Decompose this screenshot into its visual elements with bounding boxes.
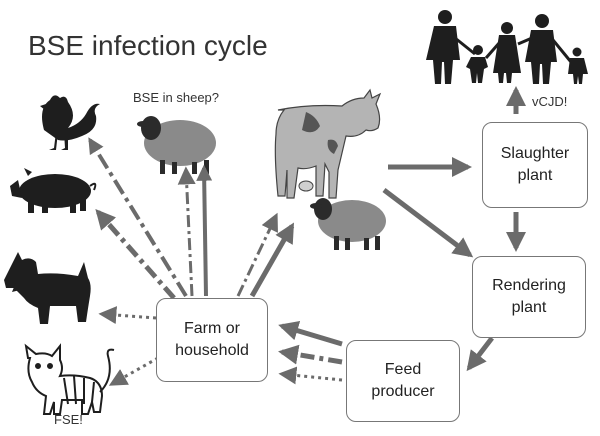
rendering-plant-box: Rendering plant bbox=[472, 256, 586, 338]
sheep-icon bbox=[310, 198, 386, 250]
fse-label: FSE! bbox=[54, 412, 83, 427]
arrow-farm-to-cat bbox=[108, 356, 159, 386]
arrow-animals-to-rendering bbox=[382, 188, 474, 258]
sheep-icon bbox=[137, 116, 216, 174]
vcjd-label: vCJD! bbox=[532, 94, 568, 109]
rooster-icon bbox=[40, 95, 100, 150]
cow-icon bbox=[274, 88, 382, 199]
arrow-rendering-to-feed bbox=[466, 336, 494, 372]
arrow-farm-to-sheep-dashdot bbox=[177, 166, 196, 297]
diagram-title: BSE infection cycle bbox=[28, 30, 268, 61]
arrow-farm-to-pig bbox=[95, 209, 176, 300]
cat-icon bbox=[24, 343, 115, 415]
arrow-feed-to-farm-dashdot bbox=[278, 344, 343, 365]
sheep-question-label: BSE in sheep? bbox=[133, 90, 220, 105]
arrow-farm-to-sheep-solid bbox=[196, 164, 213, 297]
farm-household-box: Farm or household bbox=[156, 298, 268, 382]
arrow-farm-to-dog bbox=[98, 306, 157, 325]
arrow-farm-to-rooster bbox=[88, 137, 188, 298]
slaughter-plant-box: Slaughter plant bbox=[482, 122, 588, 208]
arrow-feed-to-farm-dotted bbox=[278, 366, 343, 385]
terrier-dog-icon bbox=[4, 252, 91, 324]
arrow-farm-to-cow-solid bbox=[249, 222, 295, 298]
flow-arrows bbox=[88, 86, 526, 386]
human-family-icon bbox=[426, 10, 588, 84]
pig-icon bbox=[10, 168, 97, 213]
feed-producer-box: Feed producer bbox=[346, 340, 460, 422]
arrow-feed-to-farm-solid bbox=[278, 321, 343, 347]
arrow-farm-to-cow-dashdot bbox=[236, 212, 278, 297]
